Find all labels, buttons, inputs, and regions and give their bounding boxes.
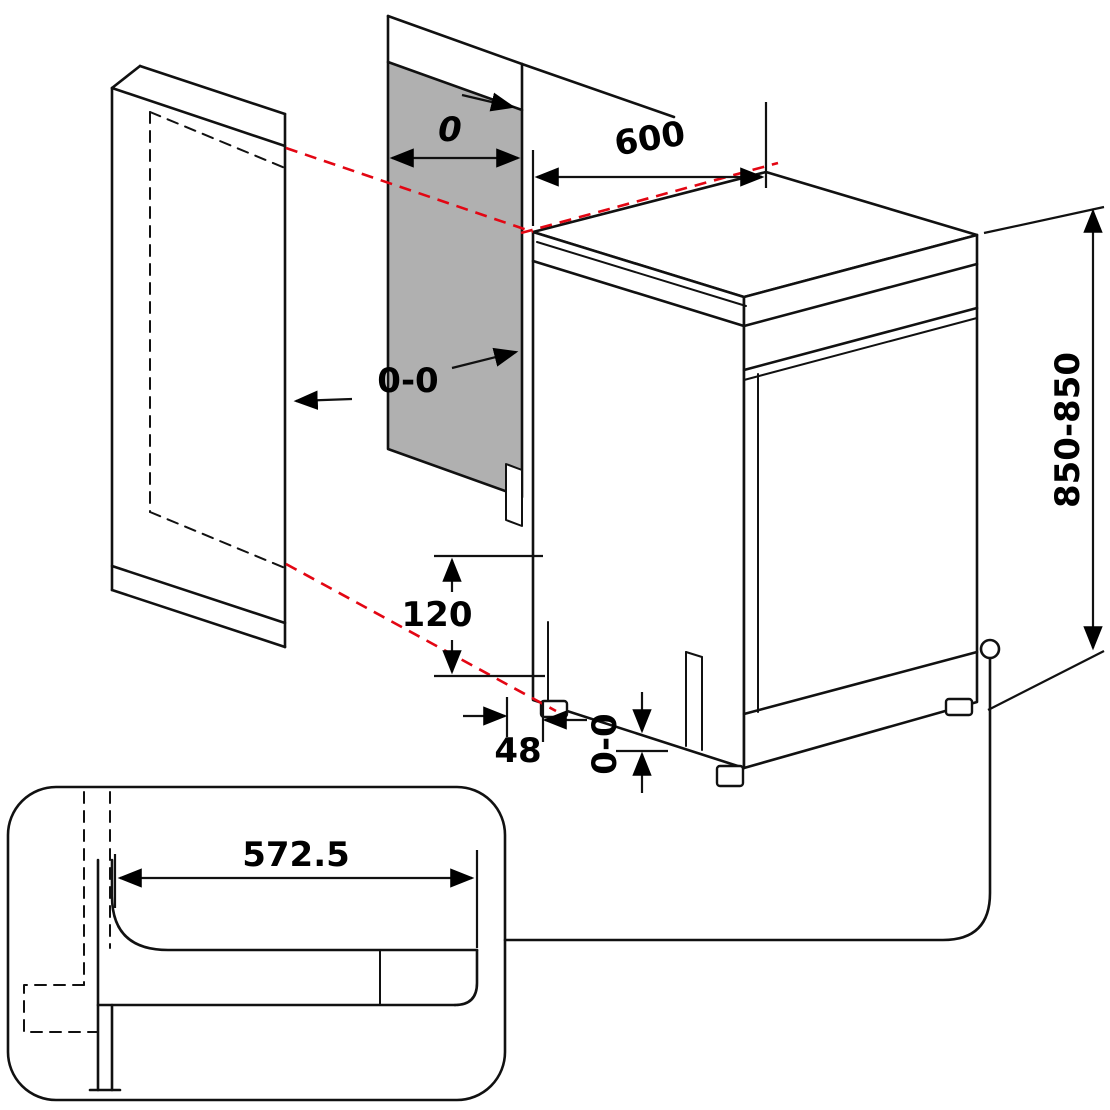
hidden-edge xyxy=(23,984,99,1033)
pointer-arrow xyxy=(451,347,519,370)
detail-callout-line xyxy=(503,657,992,942)
label-foot-adjust: 0-0 xyxy=(585,713,625,774)
appliance-side-face xyxy=(531,230,746,770)
label-top-gap: 0 xyxy=(438,110,462,150)
control-panel-line xyxy=(743,317,978,381)
worktop-bottom-edge xyxy=(531,259,746,328)
dim-top-gap: 0 xyxy=(389,92,521,168)
wall-edge xyxy=(386,14,524,66)
appliance xyxy=(531,170,979,788)
door-bottom-edge xyxy=(742,650,979,716)
wall-lines xyxy=(386,14,676,119)
pointer-arrow xyxy=(293,390,353,410)
pointer-arrow xyxy=(461,92,516,112)
label-plinth-recess: 48 xyxy=(494,731,541,771)
dim-foot-adjust: 0-0 xyxy=(585,692,668,793)
worktop-inner-edge xyxy=(536,241,747,307)
appliance-foot xyxy=(715,764,745,788)
label-side-clearance: 0-0 xyxy=(377,361,438,401)
detail-callout xyxy=(503,638,1001,942)
cabinet-hidden-edge xyxy=(149,111,286,169)
label-width: 600 xyxy=(612,114,688,165)
extension-line xyxy=(983,205,1105,235)
dim-side-clearance: 0-0 xyxy=(293,347,519,410)
appliance-foot xyxy=(944,697,974,717)
plinth-alignment-line xyxy=(285,562,557,713)
dim-height-850: 850-850 xyxy=(983,205,1105,711)
extension-line xyxy=(987,650,1105,711)
label-height: 850-850 xyxy=(1048,352,1088,508)
appliance-front-face xyxy=(742,233,979,770)
plinth-end xyxy=(453,948,479,1007)
wall-edge xyxy=(520,62,676,119)
adjacent-cabinet xyxy=(110,64,287,649)
cabinet-edge xyxy=(138,64,287,116)
side-panel xyxy=(386,60,524,527)
detail-inset: 572.5 xyxy=(6,785,507,1102)
worktop-bottom-edge xyxy=(742,262,979,328)
plinth-recess-edge xyxy=(685,651,703,658)
dim-plinth-recess-48: 48 xyxy=(463,697,587,771)
cabinet-bottom-edge xyxy=(110,588,287,649)
dim-plinth-height-120: 120 xyxy=(402,554,545,678)
cabinet-edge xyxy=(110,64,142,90)
cabinet-edge xyxy=(110,86,287,148)
callout-circle xyxy=(979,638,1001,660)
detail-inset-border xyxy=(6,785,507,1102)
label-plinth-width: 572.5 xyxy=(242,835,350,875)
cabinet-bottom-edge xyxy=(110,564,287,625)
control-panel-line xyxy=(742,306,979,372)
plinth-profile xyxy=(110,858,479,952)
label-plinth-height: 120 xyxy=(402,595,473,635)
worktop-alignment-line xyxy=(285,146,534,234)
dim-plinth-width: 572.5 xyxy=(113,835,479,948)
cabinet-hidden-edge xyxy=(149,511,286,569)
side-panel-plinth-tab xyxy=(505,463,523,527)
